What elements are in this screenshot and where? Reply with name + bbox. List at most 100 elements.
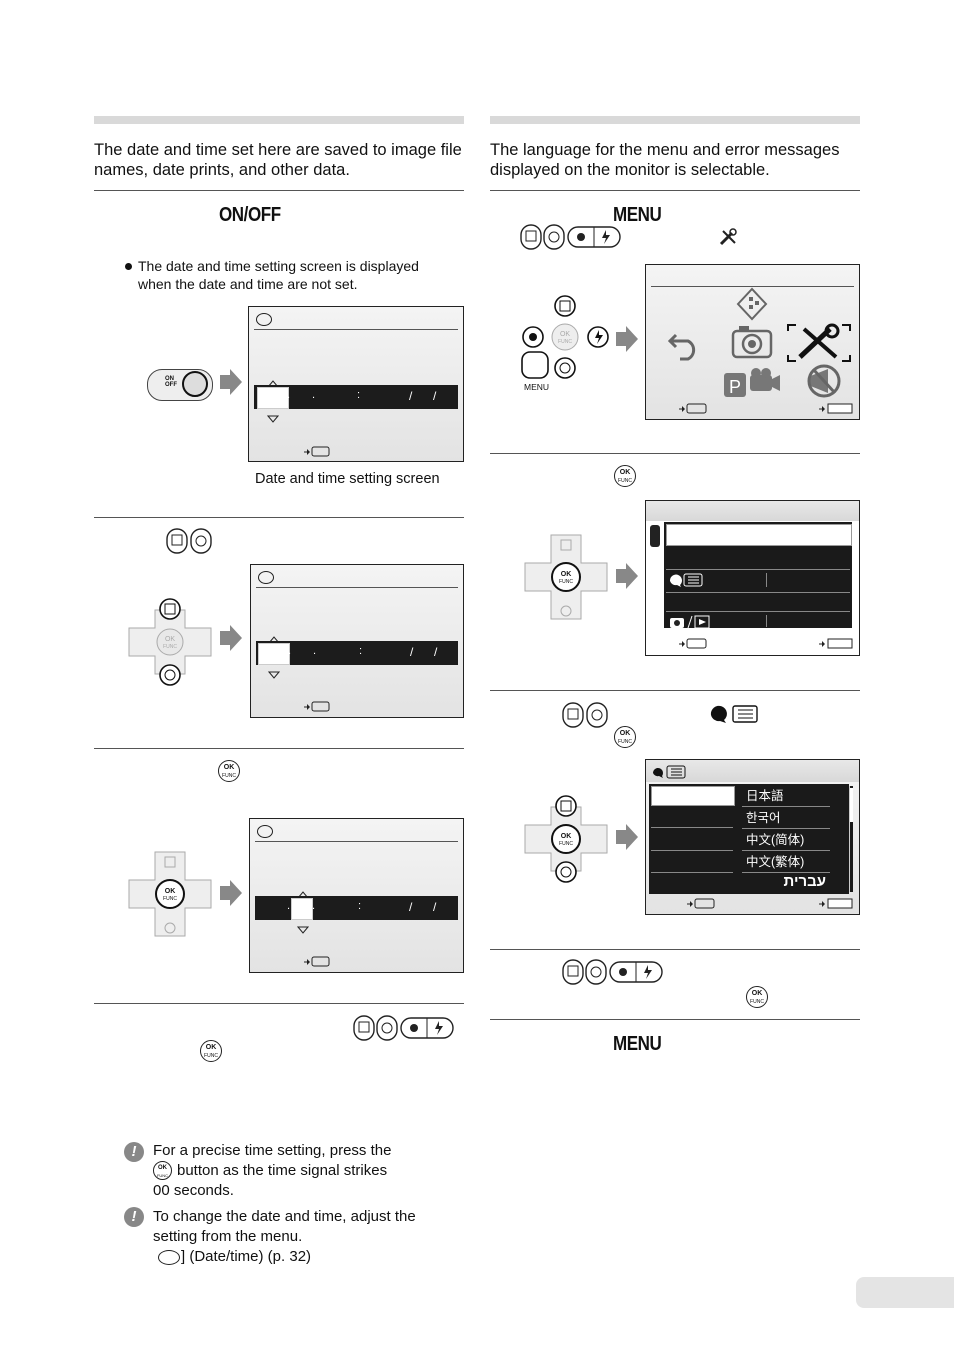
language-setting-icon [652,765,688,784]
scene-mode-icon: P [722,365,782,404]
ok-return-icon [818,897,854,914]
svg-text:P: P [729,377,741,397]
clock-icon [257,825,273,838]
up-down-button-icons [562,701,610,734]
arrow-right-icon [616,326,638,357]
ok-return-icon [818,637,854,655]
svg-text:FUNC: FUNC [163,896,177,902]
setup-menu-icon-selected [786,323,852,368]
left-divider-4 [94,1003,464,1004]
language-option[interactable]: 日本語 [742,786,830,807]
arrow-right-icon [616,824,638,855]
main-menu-screen: P [645,264,860,420]
svg-text:OK: OK [165,636,175,643]
language-row-selected [651,786,735,806]
on-off-key-label: ON/OFF [219,204,281,226]
switch-off-text: OFF [165,382,177,388]
date-time-screen-1: . . : / / [248,306,464,462]
language-setting-icon [668,572,704,593]
arrow-right-icon [616,563,638,594]
left-divider-2 [94,517,464,518]
right-divider-5 [490,1019,860,1020]
menu-key-label: MENU [613,1033,662,1055]
menu-button-caption: MENU [524,382,550,392]
language-setting-icon [709,704,759,729]
bullet-dot [125,263,132,270]
sep-colon: : [358,900,362,912]
page-number-tab [856,1277,954,1308]
language-option[interactable]: 한국어 [742,808,830,829]
back-return-icon [678,637,708,655]
left-intro-text: The date and time set here are saved to … [94,141,462,179]
sep-dot-1: . [288,645,292,657]
switch-on-text: ON [165,376,174,382]
down-triangle-icon [267,666,281,684]
scrollbar[interactable] [849,786,853,892]
back-return-icon [686,897,716,914]
svg-text:FUNC: FUNC [163,644,177,650]
setup-row-selected [666,524,852,546]
caution-icon: ! [124,1207,144,1227]
right-divider-4 [490,949,860,950]
date-time-screen-3: . . : / / [249,818,464,973]
arrow-right-icon [220,625,242,656]
on-off-switch-graphic: ON OFF [147,369,213,401]
year-field-highlight [258,643,290,665]
camera-buttons-graphic: OK FUNC [519,295,611,392]
image-quality-icon [736,287,768,326]
return-arrow-icon [667,325,704,366]
clock-icon [258,571,274,584]
down-triangle-icon [266,410,280,428]
left-section-header-bar [94,116,464,124]
language-option[interactable]: 中文(简体) [742,830,830,851]
svg-text:OK: OK [165,888,176,895]
right-divider-2 [490,453,860,454]
arrow-buttons-icons [353,1015,455,1046]
svg-text:FUNC: FUNC [559,579,573,585]
sep-slash-2: / [433,900,437,914]
tip-2-line-2: setting from the menu. [153,1228,303,1245]
svg-text:OK: OK [560,331,570,338]
right-intro-text: The language for the menu and error mess… [490,141,840,179]
ok-return-icon [818,402,854,419]
up-down-button-icons [166,527,214,560]
language-option[interactable]: 中文(繁体) [742,852,830,873]
tip-2-line-1: To change the date and time, adjust the [153,1208,416,1225]
right-divider-3 [490,690,860,691]
arrow-pad-graphic-1: OK FUNC [127,598,213,691]
scroll-tab [650,525,660,547]
language-menu-screen: 日本語 한국어 中文(简体) 中文(繁体) עברית [645,759,860,915]
power-button-icon [182,371,208,397]
sep-dot-2: . [312,900,316,912]
sep-dot-1: . [287,389,291,401]
caution-icon: ! [124,1142,144,1162]
left-divider-3 [94,748,464,749]
sep-slash-1: / [410,645,414,659]
month-field-highlight [291,898,313,920]
arrow-right-icon [220,369,242,400]
sep-slash-1: / [409,900,413,914]
arrow-pad-graphic-3: OK FUNC [523,533,609,626]
left-divider-1 [94,190,464,191]
sep-colon: : [359,645,363,657]
sep-colon: : [357,389,361,401]
camera-playback-icon [668,615,712,634]
scroll-thumb[interactable] [850,788,853,822]
setup-menu-screen [645,500,860,656]
svg-text:OK: OK [561,833,572,840]
sep-dot-2: . [313,645,317,657]
silent-mode-icon [802,363,842,404]
sep-slash-2: / [433,389,437,403]
right-section-header-bar [490,116,860,124]
svg-text:FUNC: FUNC [558,339,572,345]
arrow-buttons-icons [520,224,622,255]
back-return-icon [303,955,331,972]
sep-slash-2: / [434,645,438,659]
language-option[interactable]: עברית [783,873,826,890]
